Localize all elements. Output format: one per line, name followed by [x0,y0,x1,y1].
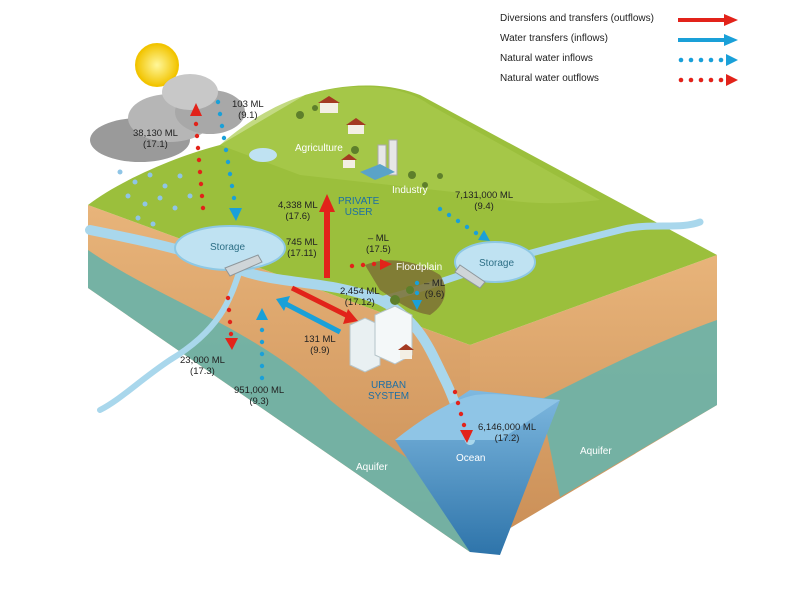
legend-item-natural-outflows: Natural water outflows [500,70,790,90]
industry-towers [360,139,398,180]
ocean-outflow-arrow [452,389,473,443]
flow-label-rain: 38,130 ML (17.1) [133,128,178,150]
legend-item-inflows: Water transfers (inflows) [500,30,790,50]
storage-right-inflow-arrow [437,206,490,241]
flow-label-floodplain-out: – ML (17.5) [366,233,391,255]
flow-code: (9.1) [238,110,258,121]
flow-code: (17.3) [190,366,215,377]
legend-item-natural-inflows: Natural water inflows [500,50,790,70]
flow-value: 103 ML [232,99,264,110]
flow-code: (17.5) [366,244,391,255]
label-urban-line2: SYSTEM [368,391,410,402]
cloud-icon [90,74,245,162]
small-pond [249,148,277,162]
label-storage-left: Storage [210,242,246,253]
flow-label-floodplain-in: – ML (9.6) [424,278,445,300]
flow-value: 4,338 ML [278,200,318,211]
aquifer-left-band [88,250,470,552]
blue-arrow-icon [678,34,738,46]
flow-value: 951,000 ML [234,385,285,396]
urban-outflow-arrow [290,285,358,324]
cloud-inflow-arrow [215,99,242,221]
flow-label-groundwater-in: 951,000 ML (9.3) [234,385,284,407]
sun-icon [135,43,179,87]
flow-label-urban-out: 2,454 ML (17.12) [340,286,380,308]
legend-label: Diversions and transfers (outflows) [500,13,654,24]
label-aquifer-left: Aquifer [356,462,388,473]
flow-code: (9.4) [474,201,494,212]
dam-right [454,264,486,289]
floodplain-outflow-arrow [349,259,392,270]
flow-value: 7,131,000 ML [455,190,514,201]
urban-inflow-arrow [276,296,342,335]
groundwater-inflow-arrow [256,308,268,381]
flow-value: 2,454 ML [340,286,380,297]
label-urban-system: URBAN SYSTEM [368,380,409,402]
floodplain-inflow-arrow [412,280,422,310]
flow-value: – ML [367,233,389,244]
flow-label-groundwater-out: 23,000 ML (17.3) [180,355,225,377]
flow-label-urban-in: 131 ML (9.9) [304,334,336,356]
flow-value: 131 ML [304,334,336,345]
flow-code: (17.2) [494,433,520,444]
ocean-surface [395,394,560,440]
label-private-user-line1: PRIVATE [338,196,380,207]
flow-label-river-to-private: 745 ML (17.11) [286,237,318,259]
flow-code: (17.12) [344,297,375,308]
legend: Diversions and transfers (outflows) Wate… [500,10,790,90]
legend-label: Natural water outflows [500,73,599,84]
flow-code: (9.6) [424,289,445,300]
flow-label-ocean-out: 6,146,000 ML (17.2) [478,422,536,444]
legend-label: Water transfers (inflows) [500,33,608,44]
flow-label-storage-right: 7,131,000 ML (9.4) [455,190,513,212]
label-industry: Industry [392,185,428,196]
flow-code: (17.11) [287,248,317,259]
label-floodplain: Floodplain [396,262,443,273]
legend-item-outflows: Diversions and transfers (outflows) [500,10,790,30]
blue-dotted-arrow-icon [678,54,738,66]
legend-label: Natural water inflows [500,53,593,64]
plateau [220,86,600,204]
red-dotted-arrow-icon [678,74,738,86]
flow-value: – ML [424,278,446,289]
label-private-user: PRIVATE USER [338,196,379,218]
storage-lake-right [454,241,536,283]
private-user-outflow-arrow [319,194,335,278]
groundwater-outflow-arrow [225,295,238,350]
label-storage-right: Storage [479,258,515,269]
aquifer-right-band [540,320,717,497]
flow-value: 745 ML [286,237,318,248]
trees [296,105,443,305]
flow-code: (17.6) [285,211,311,222]
rain-drops [117,169,193,227]
flow-label-inflow-cloud: 103 ML (9.1) [232,99,264,121]
label-urban-line1: URBAN [371,380,407,391]
dam-left [224,254,263,277]
urban-buildings [349,305,414,373]
label-aquifer-right: Aquifer [580,446,612,457]
flow-label-private-user: 4,338 ML (17.6) [278,200,318,222]
flow-value: 6,146,000 ML [478,422,537,433]
farm-buildings [318,96,366,168]
rain-outflow-arrow [190,103,206,211]
label-ocean: Ocean [456,453,486,464]
flow-code: (9.3) [249,396,269,407]
flow-value: 38,130 ML [133,128,178,139]
floodplain-area [365,260,446,315]
flow-code: (9.9) [310,345,330,356]
river-branch-left [97,267,243,413]
flow-value: 23,000 ML [180,355,225,366]
label-private-user-line2: USER [344,207,373,218]
label-agriculture: Agriculture [295,143,343,154]
red-arrow-icon [678,14,738,26]
flow-code: (17.1) [143,139,168,150]
